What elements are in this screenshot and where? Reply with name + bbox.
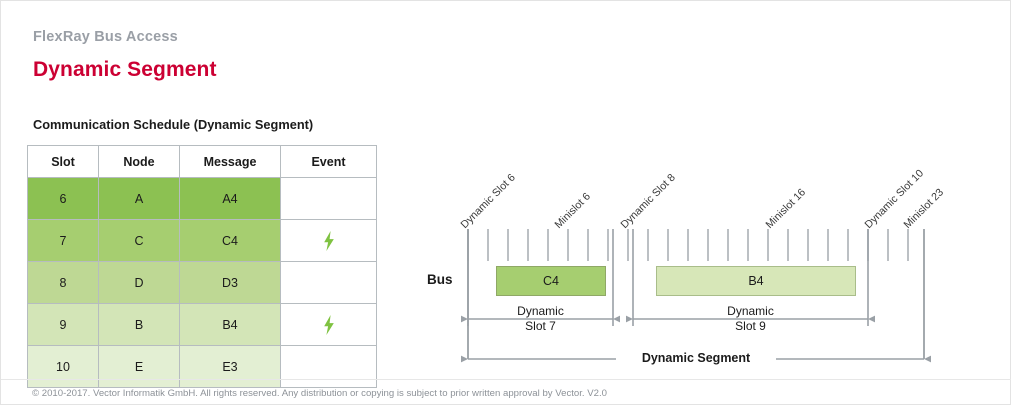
table-header-row: Slot Node Message Event — [27, 145, 377, 178]
arrow-head — [626, 315, 633, 323]
cell-message: E3 — [179, 345, 281, 388]
column-header-node: Node — [98, 145, 180, 178]
cell-event — [280, 303, 377, 346]
column-header-event: Event — [280, 145, 377, 178]
dimension-label: Dynamic Slot 9 — [727, 304, 774, 333]
message-block[interactable]: C4 — [496, 266, 606, 296]
column-header-message: Message — [179, 145, 281, 178]
arrow-head — [461, 355, 468, 363]
bolt-icon — [323, 314, 334, 335]
arrow-head — [613, 315, 620, 323]
cell-node: C — [98, 219, 180, 262]
cell-event — [280, 177, 377, 220]
cell-slot: 10 — [27, 345, 99, 388]
cell-slot: 7 — [27, 219, 99, 262]
cell-event — [280, 219, 377, 262]
column-header-slot: Slot — [27, 145, 99, 178]
cell-slot: 8 — [27, 261, 99, 304]
cell-slot: 6 — [27, 177, 99, 220]
cell-message: D3 — [179, 261, 281, 304]
dynamic-segment-label: Dynamic Segment — [616, 351, 776, 365]
arrow-head — [924, 355, 931, 363]
cell-node: B — [98, 303, 180, 346]
timing-diagram-svg — [461, 229, 931, 363]
cell-node: D — [98, 261, 180, 304]
dimension-label: Dynamic Slot 7 — [517, 304, 564, 333]
cell-slot: 9 — [27, 303, 99, 346]
section-subtitle: Communication Schedule (Dynamic Segment) — [33, 117, 314, 132]
footer-divider — [1, 379, 1011, 380]
arrow-head — [868, 315, 875, 323]
arrow-head — [461, 315, 468, 323]
cell-event — [280, 261, 377, 304]
message-block[interactable]: B4 — [656, 266, 856, 296]
page-title: Dynamic Segment — [33, 58, 217, 81]
bolt-icon — [323, 230, 334, 251]
cell-message: C4 — [179, 219, 281, 262]
cell-message: B4 — [179, 303, 281, 346]
eyebrow-text: FlexRay Bus Access — [33, 29, 178, 45]
bus-label: Bus — [427, 272, 453, 287]
cell-message: A4 — [179, 177, 281, 220]
cell-node: E — [98, 345, 180, 388]
footer-copyright: © 2010-2017. Vector Informatik GmbH. All… — [32, 388, 607, 399]
cell-event — [280, 345, 377, 388]
cell-node: A — [98, 177, 180, 220]
